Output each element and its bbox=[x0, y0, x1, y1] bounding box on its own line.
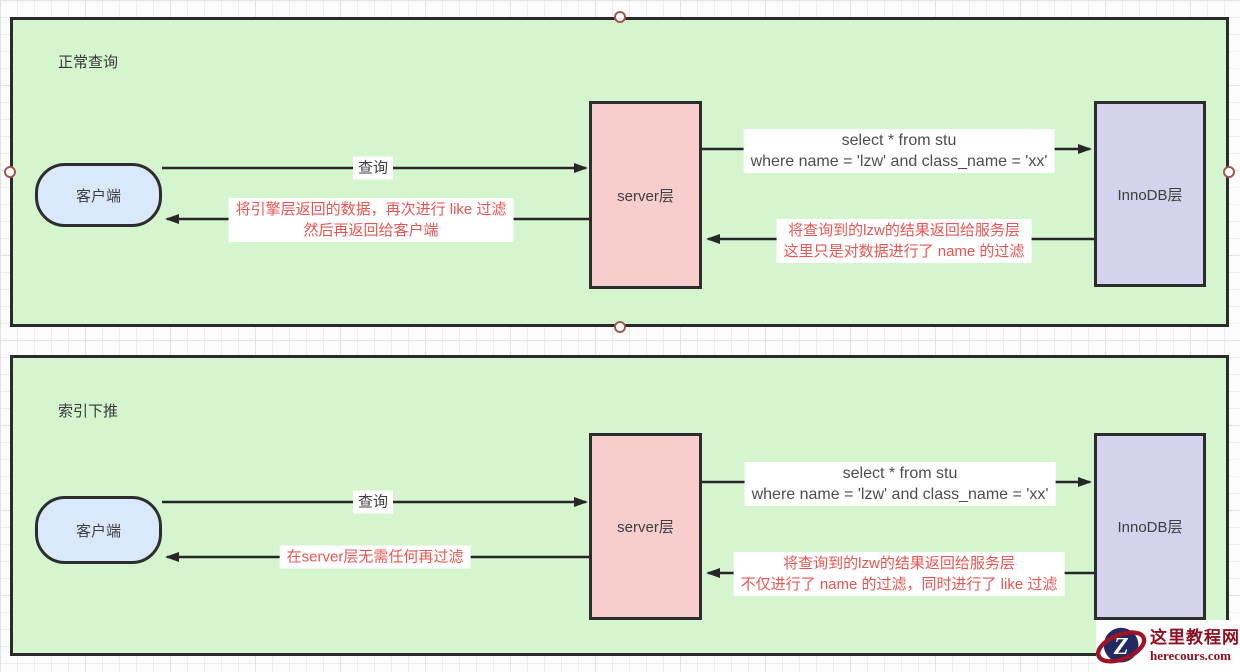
query-arrow-label-2: 查询 bbox=[352, 490, 394, 514]
server-layer-node-2-label: server层 bbox=[617, 519, 674, 536]
watermark: Z 这里教程网 herecours.com bbox=[1096, 620, 1240, 672]
sql-query-label-1: select * from stu where name = 'lzw' and… bbox=[743, 129, 1055, 173]
server-layer-node-1[interactable]: server层 bbox=[589, 101, 702, 289]
watermark-site-url: herecours.com bbox=[1150, 648, 1231, 663]
server-layer-node-1-label: server层 bbox=[617, 187, 674, 205]
watermark-site-name: 这里教程网 bbox=[1150, 628, 1240, 647]
innodb-layer-node-1[interactable]: InnoDB层 bbox=[1094, 101, 1206, 287]
return-to-server-label-1: 将查询到的lzw的结果返回给服务层 这里只是对数据进行了 name 的过滤 bbox=[776, 219, 1032, 263]
selection-handle-top[interactable] bbox=[614, 11, 626, 23]
client-node-1-label: 客户端 bbox=[75, 187, 121, 205]
return-to-client-label-1: 将引擎层返回的数据，再次进行 like 过滤 然后再返回给客户端 bbox=[228, 198, 514, 242]
query-arrow-label-1: 查询 bbox=[352, 156, 394, 180]
innodb-layer-node-1-label: InnoDB层 bbox=[1117, 186, 1183, 204]
innodb-layer-node-2-label: InnoDB层 bbox=[1117, 519, 1183, 536]
return-to-server-label-2: 将查询到的lzw的结果返回给服务层 不仅进行了 name 的过滤，同时进行了 l… bbox=[733, 552, 1065, 596]
client-node-1[interactable]: 客户端 bbox=[35, 163, 162, 227]
watermark-logo-icon: Z bbox=[1096, 627, 1147, 664]
selection-handle-right[interactable] bbox=[1223, 166, 1235, 178]
client-node-2[interactable]: 客户端 bbox=[35, 496, 162, 564]
return-to-client-label-2: 在server层无需任何再过滤 bbox=[279, 545, 471, 569]
panel-2-title: 索引下推 bbox=[58, 403, 119, 420]
server-layer-node-2[interactable]: server层 bbox=[589, 433, 702, 620]
panel-1-title: 正常查询 bbox=[58, 54, 119, 71]
client-node-2-label: 客户端 bbox=[75, 522, 121, 540]
innodb-layer-node-2[interactable]: InnoDB层 bbox=[1094, 433, 1206, 620]
sql-query-label-2: select * from stu where name = 'lzw' and… bbox=[744, 462, 1056, 506]
selection-handle-left[interactable] bbox=[4, 166, 16, 178]
selection-handle-bottom[interactable] bbox=[614, 321, 626, 333]
watermark-logo-letter: Z bbox=[1113, 633, 1129, 660]
